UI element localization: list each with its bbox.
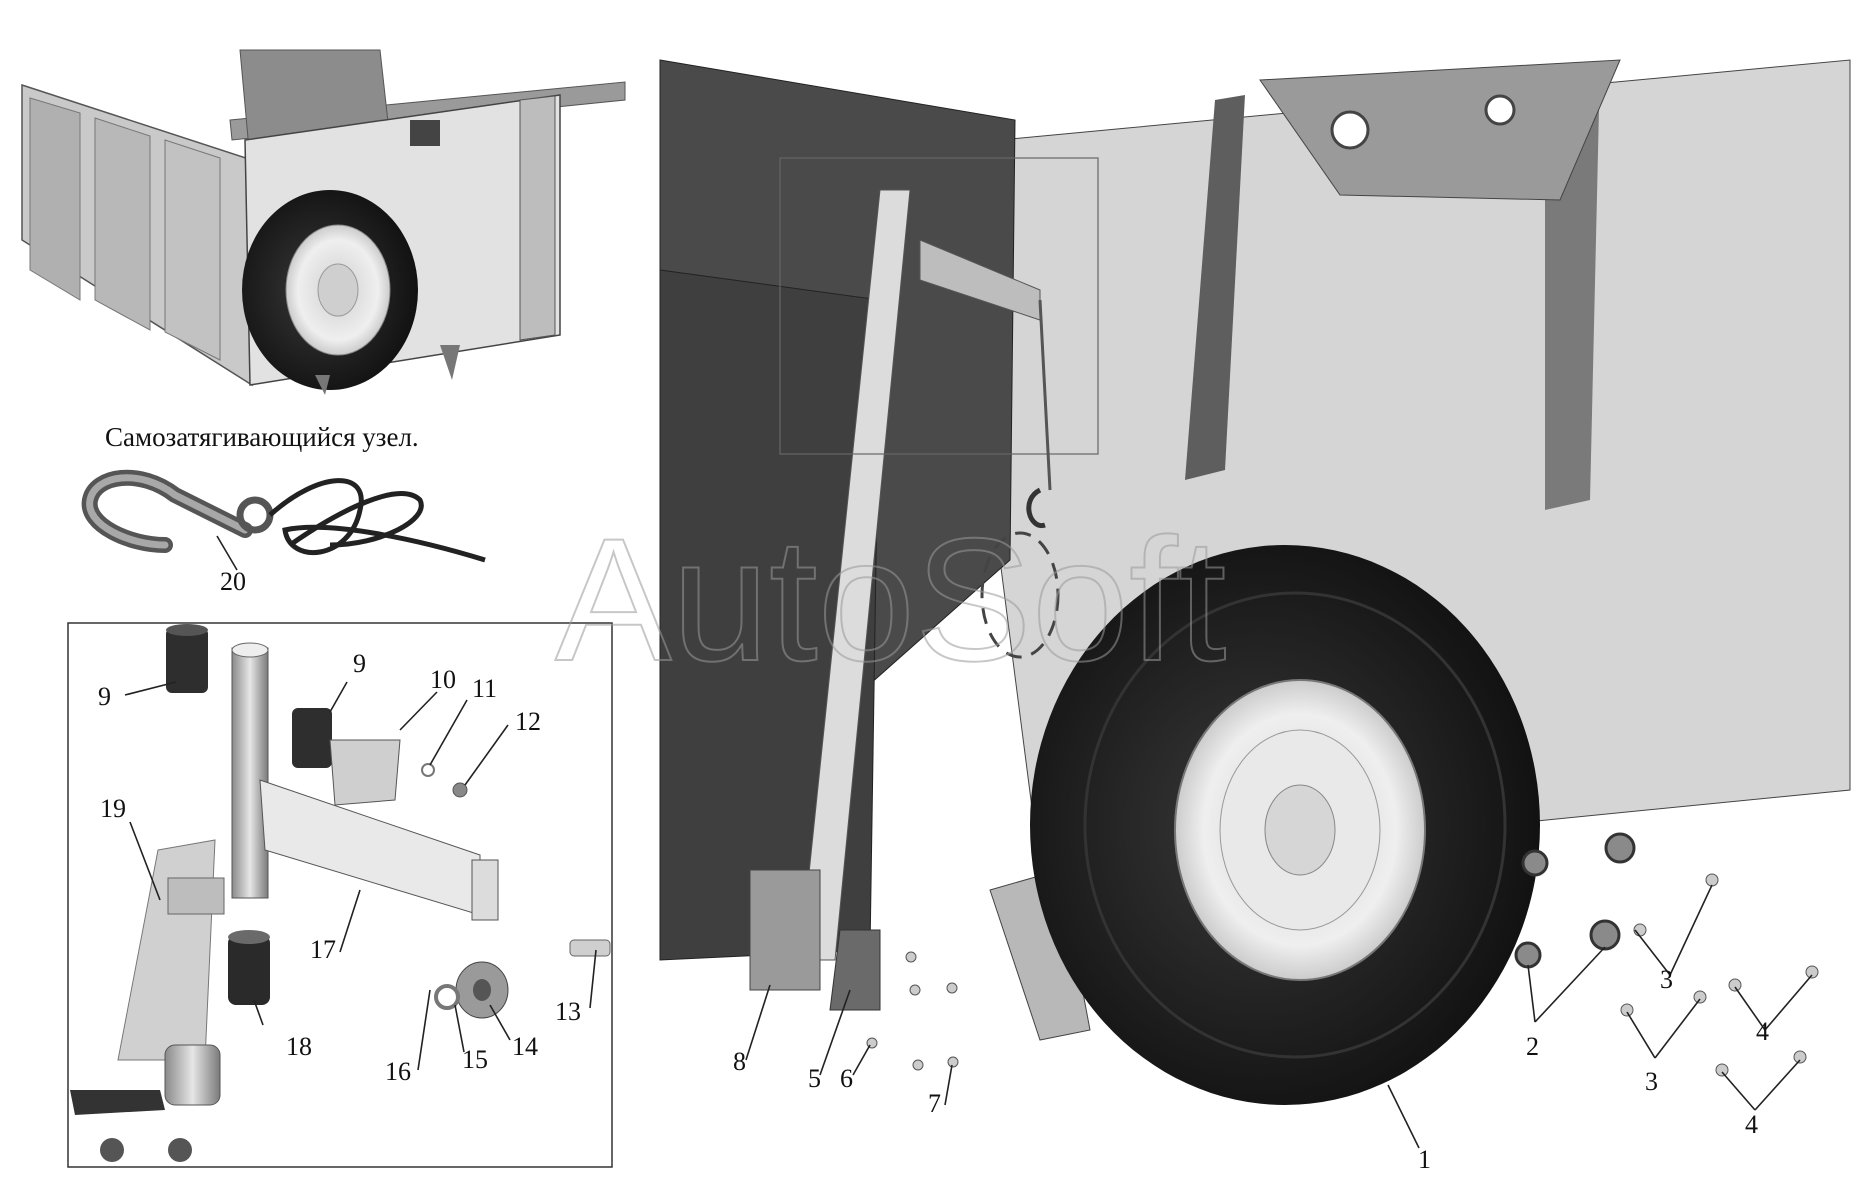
callout-13: 13 <box>555 997 581 1026</box>
callout-1: 1 <box>1418 1145 1431 1174</box>
callout-labels: 20 9 9 10 11 12 19 17 18 13 14 15 16 8 5… <box>98 567 1769 1174</box>
callout-3-lower: 3 <box>1645 1067 1658 1096</box>
callout-6: 6 <box>840 1064 853 1093</box>
callout-4-lower: 4 <box>1745 1110 1758 1139</box>
leader-lines <box>124 535 1813 1149</box>
bracket-assembly <box>70 624 611 1162</box>
callout-17: 17 <box>310 935 336 964</box>
callout-9-right: 9 <box>353 649 366 678</box>
callout-9-left: 9 <box>98 682 111 711</box>
callout-18: 18 <box>286 1032 312 1061</box>
callout-15: 15 <box>462 1045 488 1074</box>
watermark: AutoSoft <box>555 503 1226 698</box>
callout-20: 20 <box>220 567 246 596</box>
callout-11: 11 <box>472 674 497 703</box>
self-tightening-knot-caption: Самозатягивающийся узел. <box>105 422 419 452</box>
callout-12: 12 <box>515 707 541 736</box>
callout-16: 16 <box>385 1057 411 1086</box>
callout-19: 19 <box>100 794 126 823</box>
callout-4-upper: 4 <box>1756 1017 1769 1046</box>
callout-8: 8 <box>733 1047 746 1076</box>
callout-14: 14 <box>512 1032 538 1061</box>
detail-frame <box>67 622 613 1168</box>
main-view <box>659 59 1851 1105</box>
callout-7: 7 <box>928 1089 941 1118</box>
callout-2: 2 <box>1526 1032 1539 1061</box>
overview-view <box>21 49 626 395</box>
callout-10: 10 <box>430 665 456 694</box>
callout-5: 5 <box>808 1064 821 1093</box>
callout-3-upper: 3 <box>1660 965 1673 994</box>
self-tightening-hook-icon <box>81 469 486 563</box>
